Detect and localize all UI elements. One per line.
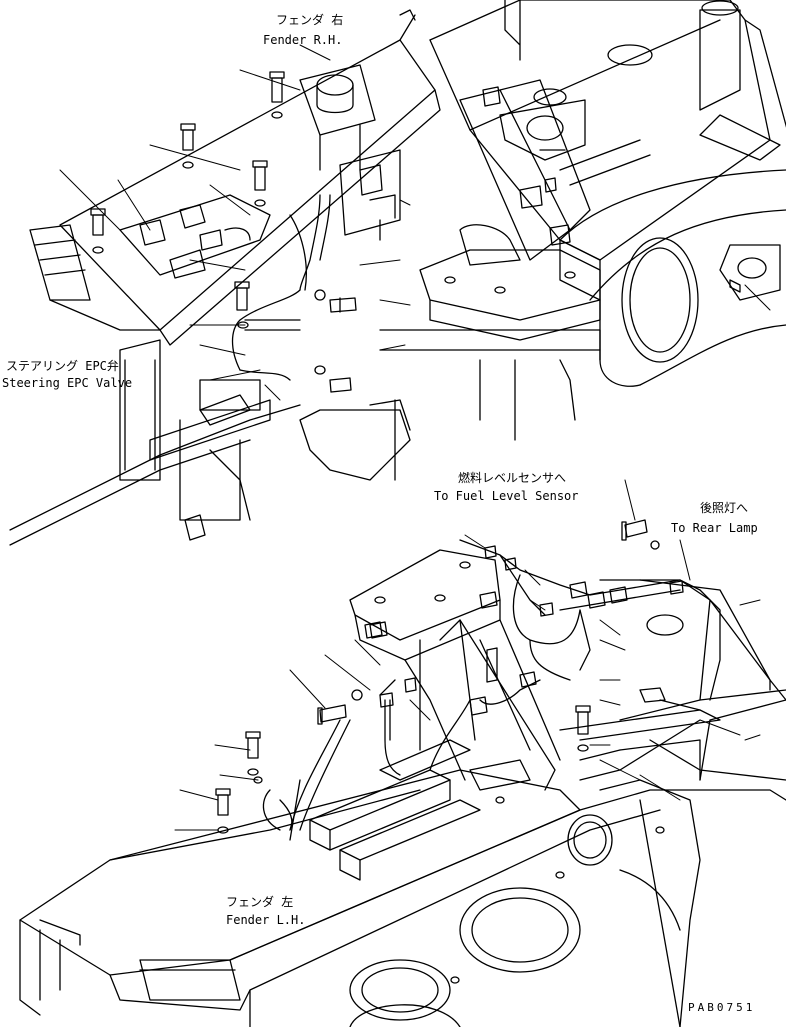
- bracket-block: [299, 409, 411, 481]
- upper-left-frame: [9, 339, 411, 546]
- leader-lines-lower: [174, 479, 761, 831]
- label-rear-lamp-en: To Rear Lamp: [671, 521, 758, 535]
- upper-hoses: [231, 194, 331, 381]
- label-steering-epc-jp: ステアリング EPC弁: [6, 359, 119, 373]
- frame-hole: [701, 0, 739, 16]
- drawing-code: PAB0751: [688, 1001, 756, 1014]
- lower-channels: [309, 739, 531, 881]
- label-fuel-sensor-en: To Fuel Level Sensor: [434, 489, 579, 503]
- label-rear-lamp-jp: 後照灯へ: [700, 501, 749, 515]
- lower-harness: [262, 539, 786, 841]
- lower-connectors: [369, 545, 684, 716]
- lower-rails: [379, 329, 601, 481]
- label-steering-epc-en: Steering EPC Valve: [2, 376, 133, 390]
- label-fender-lh-en: Fender L.H.: [226, 913, 306, 927]
- bolt-group-upper: [90, 71, 357, 393]
- bolt-group-lower: [215, 519, 660, 834]
- leader-lines-upper: [59, 44, 771, 401]
- upper-housing: [559, 169, 786, 387]
- lower-support: [349, 549, 561, 791]
- center-bracket: [419, 79, 651, 341]
- label-fender-rh-en: Fender R.H.: [263, 33, 343, 47]
- bracket-plate: [719, 244, 781, 301]
- fender-lh: [19, 769, 581, 1016]
- lower-frame: [229, 779, 786, 1027]
- label-fender-lh-jp: フェンダ 左: [226, 895, 294, 909]
- frame-hole: [607, 44, 653, 66]
- label-fender-rh-jp: フェンダ 右: [276, 13, 344, 27]
- fender-rh: [29, 9, 441, 346]
- step-bracket: [29, 224, 91, 301]
- epc-valve: [119, 64, 401, 279]
- frame-hole: [533, 88, 567, 106]
- label-fuel-sensor-jp: 燃料レベルセンサへ: [458, 471, 567, 485]
- upper-frame: [429, 0, 786, 301]
- lower-tank: [559, 579, 786, 781]
